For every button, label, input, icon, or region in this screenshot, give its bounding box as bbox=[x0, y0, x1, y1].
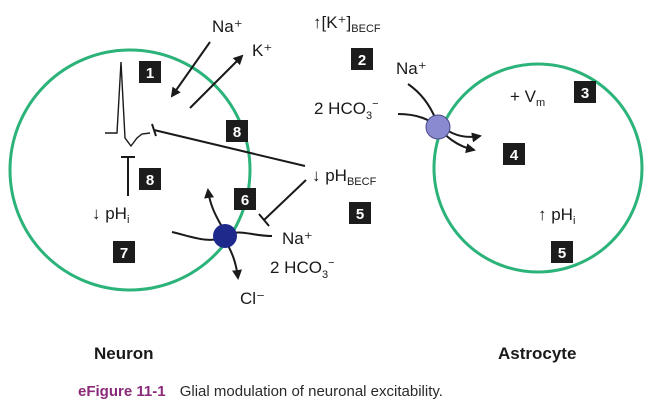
hco3-neuron-superscript: − bbox=[328, 257, 334, 269]
astrocyte-title: Astrocyte bbox=[498, 344, 576, 363]
svg-text:6: 6 bbox=[241, 192, 249, 209]
phi-astro-label: ↑ pHi bbox=[538, 205, 575, 227]
badge-4: 4 bbox=[503, 143, 525, 165]
astrocyte-transporter bbox=[425, 114, 451, 140]
na-label-neuron: Na⁺ bbox=[282, 229, 313, 248]
na-label-top: Na⁺ bbox=[212, 17, 243, 36]
hco3-neuron-subscript: 3 bbox=[322, 269, 328, 281]
neuron-membrane bbox=[8, 48, 252, 292]
astrocyte-membrane bbox=[432, 62, 644, 274]
svg-text:5: 5 bbox=[558, 245, 566, 262]
badge-5-extracellular: 5 bbox=[349, 202, 371, 224]
phi-astro-subscript: i bbox=[573, 215, 575, 227]
vm-label: + Vm bbox=[510, 87, 545, 109]
hco3-astro-subscript: 3 bbox=[366, 110, 372, 122]
vm-prefix: + V bbox=[510, 87, 537, 106]
k-becf-label: ↑[K⁺]BECF bbox=[313, 13, 381, 35]
badge-8-lower: 8 bbox=[139, 168, 161, 190]
svg-text:1: 1 bbox=[146, 65, 154, 82]
svg-text:5: 5 bbox=[356, 206, 364, 223]
badge-6: 6 bbox=[234, 188, 256, 210]
svg-text:3: 3 bbox=[581, 85, 589, 102]
action-potential-trace bbox=[105, 61, 151, 148]
hco3-neuron-prefix: 2 HCO bbox=[270, 258, 322, 277]
k-efflux-arrow bbox=[189, 54, 244, 109]
badge-2: 2 bbox=[351, 48, 373, 70]
badge-8-upper: 8 bbox=[226, 120, 248, 142]
k-becf-prefix: ↑[K⁺] bbox=[313, 13, 351, 32]
ph-becf-subscript: BECF bbox=[347, 176, 377, 188]
cl-label: Cl⁻ bbox=[240, 289, 265, 308]
hco3-label-neuron: 2 HCO3− bbox=[270, 257, 335, 281]
k-label-top: K⁺ bbox=[252, 41, 272, 60]
ph-becf-label: ↓ pHBECF bbox=[312, 166, 377, 188]
phi-neuron-label: ↓ pHi bbox=[92, 204, 129, 226]
k-becf-subscript: BECF bbox=[351, 23, 381, 35]
badge-5-astrocyte: 5 bbox=[551, 241, 573, 263]
neuron-transporter bbox=[213, 224, 237, 248]
phi-astro-prefix: ↑ pH bbox=[538, 205, 573, 224]
badge-1: 1 bbox=[139, 61, 161, 83]
caption-text: Glial modulation of neuronal excitabilit… bbox=[180, 383, 443, 400]
svg-text:4: 4 bbox=[510, 147, 519, 164]
inhibition-line-ph-becf bbox=[153, 129, 306, 167]
hco3-label-astrocyte: 2 HCO3− bbox=[314, 98, 379, 122]
svg-text:2: 2 bbox=[358, 52, 366, 69]
vm-subscript: m bbox=[536, 97, 545, 109]
ph-becf-prefix: ↓ pH bbox=[312, 166, 347, 185]
svg-text:7: 7 bbox=[120, 245, 128, 262]
badge-3: 3 bbox=[574, 81, 596, 103]
inhibition-bar-ph-becf bbox=[151, 123, 157, 137]
inhibition-line-transporter bbox=[263, 179, 307, 221]
badge-7: 7 bbox=[113, 241, 135, 263]
inhibition-bar-transporter bbox=[258, 213, 270, 227]
hco3-astro-prefix: 2 HCO bbox=[314, 99, 366, 118]
caption-label: eFigure 11-1 bbox=[78, 383, 166, 400]
neuron-title: Neuron bbox=[94, 344, 154, 363]
svg-text:8: 8 bbox=[233, 124, 241, 141]
phi-neuron-subscript: i bbox=[127, 214, 129, 226]
figure-caption: eFigure 11-1 Glial modulation of neurona… bbox=[78, 383, 443, 400]
na-label-astrocyte: Na⁺ bbox=[396, 59, 427, 78]
na-influx-arrow bbox=[170, 41, 211, 98]
svg-text:8: 8 bbox=[146, 172, 154, 189]
phi-neuron-prefix: ↓ pH bbox=[92, 204, 127, 223]
hco3-astro-superscript: − bbox=[372, 98, 378, 110]
